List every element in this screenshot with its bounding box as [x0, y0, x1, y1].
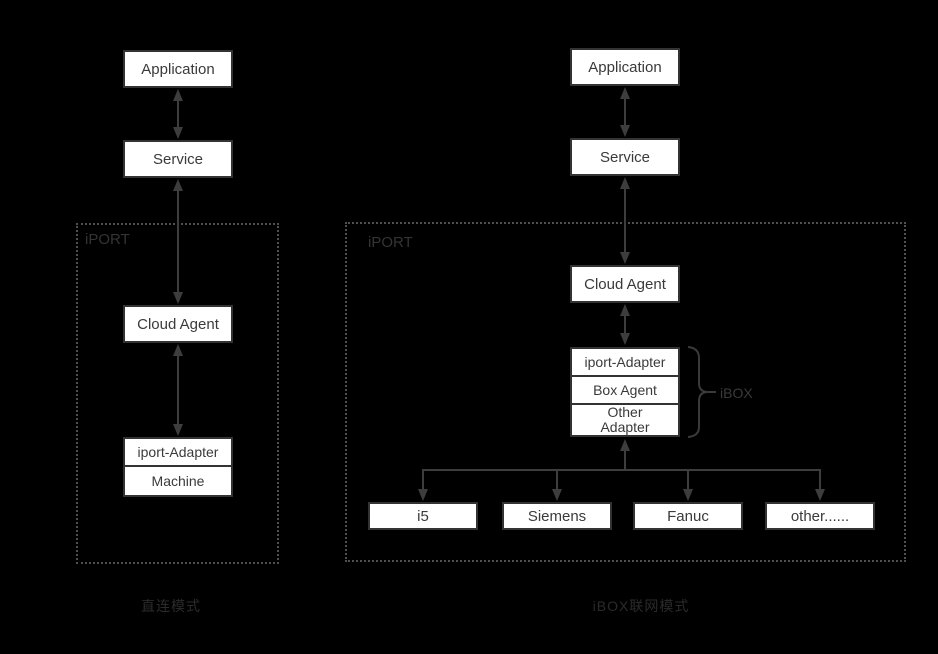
- left-service-node: Service: [123, 140, 233, 178]
- device-node-siemens: Siemens: [502, 502, 612, 530]
- other-adapter-row: Other Adapter: [572, 403, 678, 435]
- left-cloud-agent-node: Cloud Agent: [123, 305, 233, 343]
- device-node-other: other......: [765, 502, 875, 530]
- left-iport-frame: [76, 223, 279, 564]
- left-iport-frame-label: iPORT: [85, 231, 130, 248]
- box-agent-row: Box Agent: [572, 375, 678, 403]
- right-service-node: Service: [570, 138, 680, 176]
- right-arrow-application-service: [620, 87, 630, 137]
- ibox-network-mode-caption: iBOX联网模式: [592, 598, 690, 614]
- left-application-node: Application: [123, 50, 233, 88]
- right-iport-frame-label: iPORT: [368, 234, 413, 251]
- ibox-brace-label: iBOX: [720, 385, 753, 401]
- right-application-node: Application: [570, 48, 680, 86]
- left-arrow-application-service: [173, 89, 183, 139]
- left-adapter-machine-stack: iport-Adapter Machine: [123, 437, 233, 497]
- device-node-i5: i5: [368, 502, 478, 530]
- direct-mode-caption: 直连模式: [141, 598, 201, 614]
- ibox-stack: iport-Adapter Box Agent Other Adapter: [570, 347, 680, 437]
- iport-adapter-row: iport-Adapter: [584, 354, 666, 370]
- machine-row: Machine: [125, 465, 231, 495]
- iport-adapter-row: iport-Adapter: [137, 444, 219, 460]
- right-cloud-agent-node: Cloud Agent: [570, 265, 680, 303]
- device-node-fanuc: Fanuc: [633, 502, 743, 530]
